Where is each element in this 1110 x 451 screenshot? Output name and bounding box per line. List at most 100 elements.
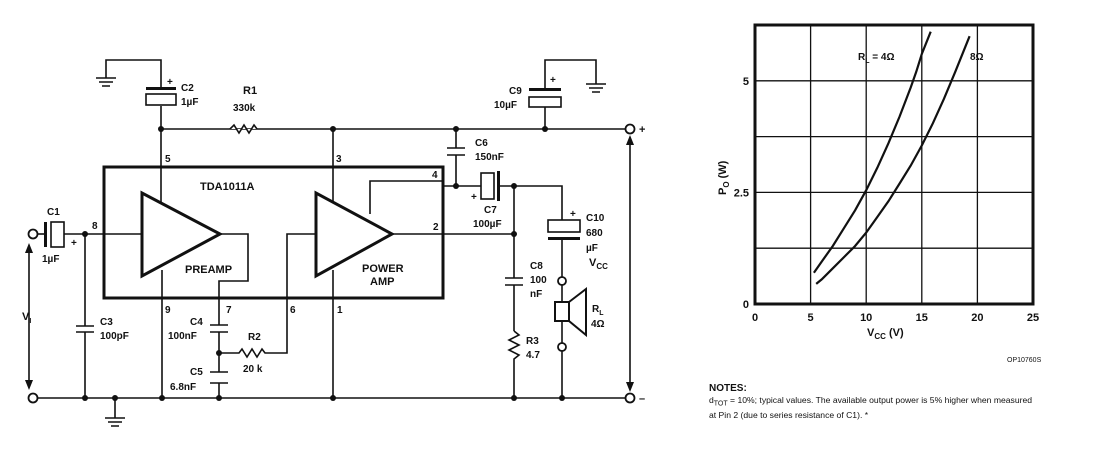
- ground-icon: [105, 398, 125, 427]
- vcc-minus-sign: –: [639, 393, 645, 405]
- c8-value-1: 100: [530, 275, 547, 286]
- c1-value: 1µF: [42, 254, 59, 265]
- c7-capacitor: [480, 172, 495, 200]
- c9-name: C9: [509, 86, 522, 97]
- r3-name: R3: [526, 336, 539, 347]
- c9-capacitor: [528, 96, 562, 108]
- pin-6: 6: [290, 305, 296, 316]
- c2-capacitor: [145, 93, 177, 106]
- chart-ticks: 0 5 10 15 20 25 0 2.5 5: [734, 76, 1039, 324]
- schematic: TDA1011A PREAMP POWER AMP 8 5 3 4 2 9 7 …: [22, 59, 645, 427]
- svg-text:+: +: [167, 77, 173, 88]
- pin-9: 9: [165, 305, 171, 316]
- pin-8: 8: [92, 221, 98, 232]
- ic-outline: [102, 165, 445, 300]
- c2-value: 1µF: [181, 97, 198, 108]
- x-tick-label: 10: [860, 312, 872, 324]
- c1-name: C1: [47, 207, 60, 218]
- r1-resistor: [229, 123, 258, 135]
- x-axis-label: VCC (V): [867, 327, 904, 341]
- notes: NOTES: dTOT = 10%; typical values. The a…: [709, 383, 1039, 421]
- c5-value: 6.8nF: [170, 382, 196, 393]
- series-label-8ohm: 8Ω: [970, 52, 984, 63]
- notes-title: NOTES:: [709, 383, 747, 394]
- pin-2: 2: [433, 222, 439, 233]
- y-tick-label: 0: [743, 299, 749, 311]
- chart-series: [812, 31, 971, 285]
- x-tick-label: 5: [808, 312, 814, 324]
- x-tick-label: 20: [971, 312, 983, 324]
- series-line-0: [812, 31, 932, 274]
- c8-capacitor: [505, 234, 523, 331]
- notes-text: dTOT = 10%; typical values. The availabl…: [709, 395, 1033, 421]
- r2-resistor: [219, 298, 288, 359]
- vcc-label: VCC: [589, 257, 608, 271]
- rl-name: RL: [592, 304, 604, 317]
- vi-label: VI: [22, 311, 31, 325]
- x-tick-label: 15: [916, 312, 928, 324]
- c10-capacitor: [547, 219, 581, 233]
- r2-name: R2: [248, 332, 261, 343]
- y-tick-label: 5: [743, 76, 749, 88]
- c6-value: 150nF: [475, 152, 504, 163]
- x-tick-label: 25: [1027, 312, 1039, 324]
- rl-value: 4Ω: [591, 319, 605, 330]
- c4-name: C4: [190, 317, 203, 328]
- series-label-4ohm: RL = 4Ω: [858, 52, 895, 65]
- speaker-terminal-bottom: [557, 342, 567, 352]
- chart-frame: [753, 23, 1035, 306]
- c5-capacitor: [210, 353, 228, 398]
- c6-capacitor: [447, 129, 465, 186]
- series-line-1: [815, 35, 971, 285]
- c2-name: C2: [181, 83, 194, 94]
- r3-resistor: [507, 330, 521, 398]
- c3-capacitor: [76, 234, 94, 398]
- c8-name: C8: [530, 261, 543, 272]
- svg-text:+: +: [550, 75, 556, 86]
- c10-value-2: µF: [586, 243, 598, 254]
- svg-text:+: +: [570, 209, 576, 220]
- preamp-label: PREAMP: [185, 264, 232, 276]
- input-minus-terminal: [27, 392, 39, 404]
- c10-value-1: 680: [586, 228, 603, 239]
- pin-5: 5: [165, 154, 171, 165]
- r3-value: 4.7: [526, 350, 540, 361]
- c10-name: C10: [586, 213, 605, 224]
- vcc-plus-terminal: [624, 123, 636, 135]
- c1-capacitor: [44, 222, 47, 247]
- ic-name: TDA1011A: [200, 181, 254, 193]
- svg-text:+: +: [71, 238, 77, 249]
- pin-7: 7: [226, 305, 232, 316]
- c7-name: C7: [484, 205, 497, 216]
- speaker-icon: [554, 301, 570, 322]
- y-axis-label: PO (W): [717, 160, 731, 195]
- pin-1: 1: [337, 305, 343, 316]
- c7-value: 100µF: [473, 219, 502, 230]
- c3-value: 100pF: [100, 331, 129, 342]
- ground-icon: [96, 77, 116, 87]
- power-amp-label-2: AMP: [370, 276, 394, 288]
- r1-name: R1: [243, 85, 257, 97]
- c8-value-2: nF: [530, 289, 542, 300]
- x-tick-label: 0: [752, 312, 758, 324]
- c4-value: 100nF: [168, 331, 197, 342]
- c6-name: C6: [475, 138, 488, 149]
- vcc-minus-terminal: [624, 392, 636, 404]
- c5-name: C5: [190, 367, 203, 378]
- speaker-cone: [568, 286, 587, 338]
- r2-value: 20 k: [243, 364, 263, 375]
- speaker-terminal-top: [557, 276, 567, 286]
- c9-value: 10µF: [494, 100, 517, 111]
- y-tick-label: 2.5: [734, 187, 749, 199]
- svg-text:+: +: [471, 192, 477, 203]
- vcc-plus-sign: +: [639, 124, 645, 136]
- r1-value: 330k: [233, 103, 256, 114]
- figure-code: OP10760S: [1007, 357, 1042, 364]
- power-amp-label-1: POWER: [362, 263, 404, 275]
- chart-grid: [755, 25, 1033, 304]
- pin-3: 3: [336, 154, 342, 165]
- ground-icon: [586, 83, 606, 93]
- pin-4: 4: [432, 170, 438, 181]
- c3-name: C3: [100, 317, 113, 328]
- c4-capacitor: [210, 298, 228, 353]
